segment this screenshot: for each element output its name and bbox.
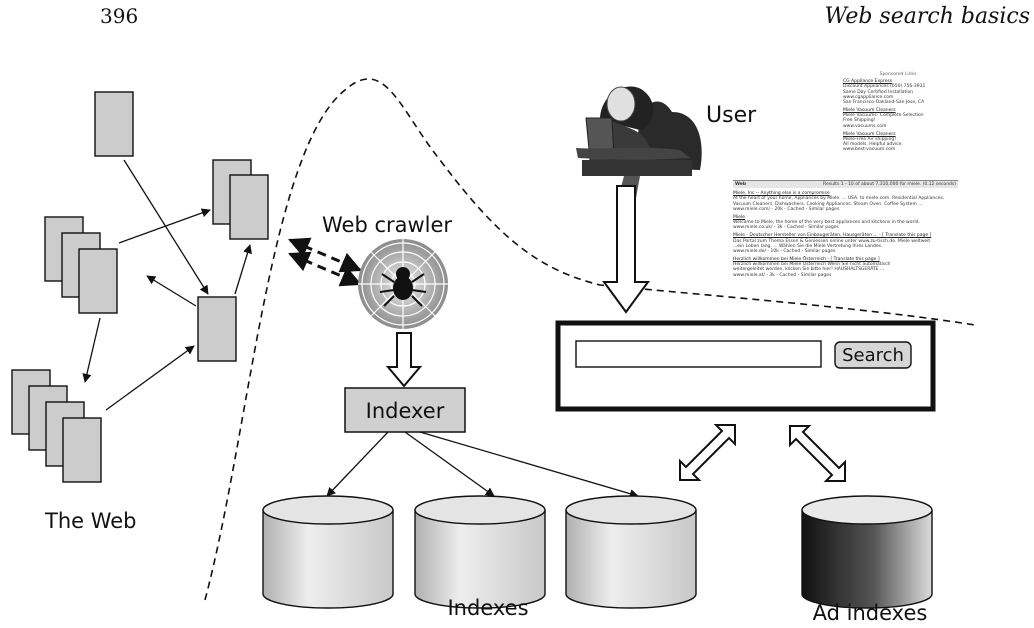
search-result-title[interactable]: Herzlich willkommen bei Miele Österreich… (733, 257, 880, 263)
user-label: User (706, 103, 757, 128)
search-input[interactable] (575, 340, 822, 368)
spider-web-icon (358, 239, 448, 329)
sponsored-links-heading: Sponsored Links (879, 72, 917, 77)
web-page (229, 174, 269, 240)
results-bar-left: Web (735, 182, 747, 187)
indexer-box (344, 387, 466, 433)
web-page (78, 248, 118, 314)
ad-index-cylinder (801, 495, 933, 609)
index-cylinder (262, 495, 394, 609)
search-result-line: www.miele.co.uk/ - 3k - Cached - Similar… (733, 225, 839, 231)
search-result-line: Vacuum Cleaners. Dishwashers. Cooking Ap… (733, 201, 923, 207)
sponsored-ad-line: Miele Vacuums- Complete Selection (843, 113, 924, 119)
search-result-line: ...ein Leben lang. ... Wählen Sie die Mi… (733, 243, 883, 249)
sponsored-ad-line: www.cgappliance.com (843, 94, 894, 100)
web-page (197, 296, 237, 362)
user-to-search-arrow (602, 185, 650, 314)
index-cylinder (565, 495, 697, 609)
search-result: Miele - Deutscher Hersteller von Einbaug… (733, 233, 958, 254)
search-result-title[interactable]: Miele, Inc -- Anything else is a comprom… (733, 191, 830, 197)
sponsored-ad-line: Free Shipping! (843, 118, 876, 124)
query-index-double-arrows (679, 424, 846, 482)
sponsored-ad-line: Same Day Certified Installation (843, 89, 914, 95)
sponsored-ad-line: All models. Helpful advice. (843, 142, 903, 148)
sponsored-ad-line: San Francisco-Oakland-San Jose, CA (843, 99, 925, 105)
results-bar: Web Results 1 - 10 of about 7,310,000 fo… (733, 180, 958, 189)
crawler-fetch-arrows (288, 237, 362, 287)
search-result-line: www.miele.com/ - 20k - Cached - Similar … (733, 206, 840, 212)
crawler-to-indexer-arrow (385, 332, 423, 388)
web-crawler-label: Web crawler (322, 213, 452, 237)
indexer-label: Indexer (366, 399, 445, 423)
search-result-line: At the heart of your home, Appliances by… (733, 196, 945, 202)
web-page (62, 417, 102, 483)
results-bar-right: Results 1 - 10 of about 7,310,000 for mi… (823, 182, 956, 187)
search-result-line: Das Portal zum Thema Essen & Geniessen o… (733, 238, 931, 244)
query-to-indexes-double-arrow (679, 424, 736, 481)
search-results-panel: Web Results 1 - 10 of about 7,310,000 fo… (733, 180, 958, 281)
indexes-label: Indexes (447, 596, 528, 620)
user-illustration (576, 86, 702, 198)
sponsored-ad-line: www.vacuums.com (843, 123, 887, 129)
web-boundary-curve (204, 78, 976, 601)
results-list: Miele, Inc -- Anything else is a comprom… (733, 191, 958, 278)
sponsored-ad-line: Discount Appliances (650) 756-3931 (843, 84, 926, 90)
web-page (94, 91, 134, 157)
the-web-label: The Web (44, 509, 137, 533)
search-button[interactable] (834, 341, 912, 369)
sponsored-ad-line: www.best-vacuum.com (843, 147, 896, 153)
query-to-ad-indexes-double-arrow (789, 425, 846, 482)
search-result-title[interactable]: Miele (733, 214, 745, 220)
chapter-title: Web search basics (824, 4, 1030, 29)
search-result: Herzlich willkommen bei Miele Österreich… (733, 257, 958, 278)
ad-indexes-label: Ad indexes (813, 601, 928, 625)
search-result-line: weitergeleitet werden, klicken Sie bitte… (733, 267, 885, 273)
index-cylinder (414, 495, 546, 609)
sponsored-ad-line: Miele-Free Air shipping! (843, 136, 897, 142)
search-result: Miele, Inc -- Anything else is a comprom… (733, 191, 958, 212)
search-result-line: Welcome to Miele, the home of the very b… (733, 220, 920, 226)
hyperlink-arrows (82, 159, 252, 411)
web-page-group (11, 91, 269, 483)
search-result-line: www.miele.de/ - 10k - Cached - Similar p… (733, 248, 836, 254)
sponsored-ad-title[interactable]: Miele Vacuum Cleaners (843, 108, 896, 114)
sponsored-ad-title[interactable]: Miele Vacuum Cleaners (843, 131, 896, 137)
indexer-to-indexes-arrows (326, 431, 639, 499)
sponsored-ad-title[interactable]: CG Appliance Express (843, 79, 893, 85)
search-result-line: www.miele.at/ - 3k - Cached - Similar pa… (733, 272, 832, 278)
search-result-line: Herzlich willkommen bei Miele Österreich… (733, 262, 891, 268)
search-button-label[interactable]: Search (842, 345, 904, 366)
page-number: 396 (100, 4, 139, 28)
search-result-title[interactable]: Miele - Deutscher Hersteller von Einbaug… (733, 233, 932, 239)
